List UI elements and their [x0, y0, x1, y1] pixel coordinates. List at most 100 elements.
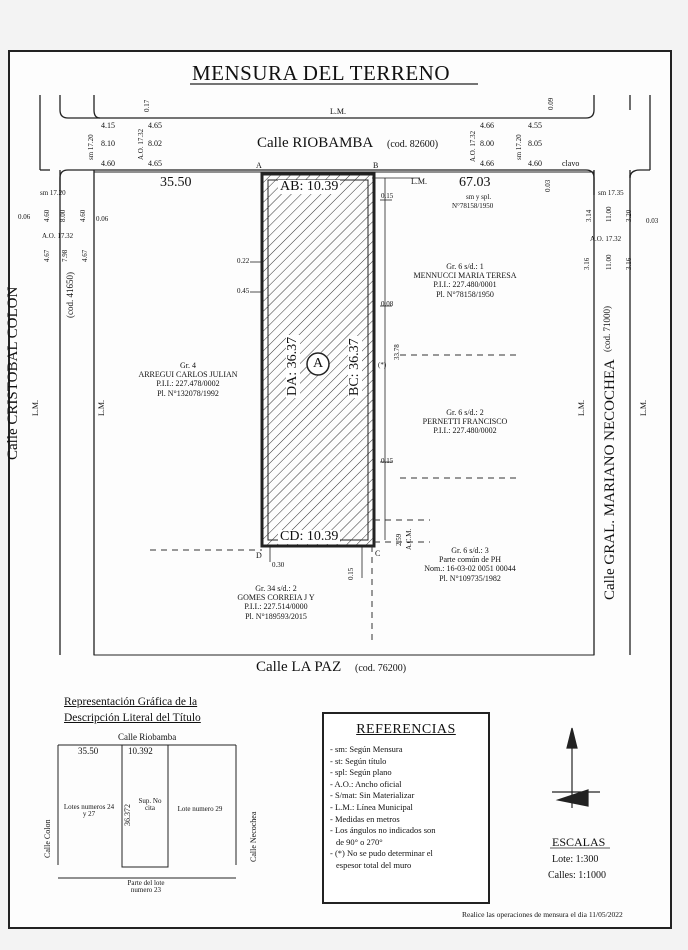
grafica-sup: Sup. No cita [138, 797, 162, 812]
north-arrow-icon [552, 727, 600, 808]
ref-item: - sm: Según Mensura [330, 744, 403, 754]
dim-259: 2.59 [395, 533, 403, 546]
sm-left: sm 17.20 [40, 189, 66, 197]
lot-a-marker [306, 352, 330, 376]
grafica-lot-east: Lote numero 29 [177, 805, 223, 813]
dim-316: 3.16 [583, 257, 591, 270]
dim-465: 4.65 [148, 121, 162, 130]
lot-ab: AB: 10.39 [278, 179, 341, 194]
dim-467-w2: 4.67 [81, 249, 89, 262]
lot-bc: BC: 36.37 [347, 336, 362, 398]
street-west-label: Calle CRISTOBAL COLON [5, 286, 21, 460]
lm-top: L.M. [411, 177, 427, 186]
ref-item: - Medidas en metros [330, 813, 400, 824]
dim-798-w: 7.98 [61, 249, 69, 262]
dim-460b: 4.60 [528, 159, 542, 168]
dim-415: 4.15 [101, 121, 115, 130]
block-outline [93, 171, 595, 656]
ref-item: - st: Según título [330, 755, 387, 766]
sm-north-right: sm 17.20 [515, 134, 523, 160]
dist-west: 35.50 [160, 175, 192, 190]
dim-006-left: 0.06 [18, 213, 31, 221]
street-north-code: (cod. 82600) [387, 139, 439, 150]
corner-c: C [375, 549, 381, 558]
lot-a-label: A [313, 356, 324, 371]
dist-east-note: sm y spl. [466, 193, 492, 201]
dim-465b: 4.65 [148, 159, 162, 168]
dim-467-w: 4.67 [43, 249, 51, 262]
page-title: MENSURA DEL TERRENO [192, 61, 451, 85]
asterisk-mark: (*) [378, 361, 387, 369]
ao-north-right: A.O. 17.32 [469, 130, 477, 162]
street-north-label: Calle RIOBAMBA [257, 135, 374, 151]
referencias-list: - sm: Según Mensura - st: Según título -… [330, 744, 486, 872]
street-west-code: (cod. 41650) [65, 272, 75, 318]
dim-003b: 0.03 [544, 179, 552, 192]
dim-460: 4.60 [101, 159, 115, 168]
dimension-lines [250, 177, 420, 578]
ref-item: - L.M.: Línea Municipal [330, 801, 413, 812]
dim-006-right: 0.06 [96, 215, 109, 223]
ao-left: A.O. 17.32 [42, 232, 74, 240]
grafica-title-2: Descripción Literal del Título [64, 712, 201, 724]
dim-008: 0.08 [381, 300, 394, 308]
lm-east-outer: L.M. [639, 400, 648, 416]
dim-clavo: clavo [562, 159, 580, 168]
street-east-label: Calle GRAL. MARIANO NECOCHEA [602, 359, 618, 600]
dim-802: 8.02 [148, 139, 162, 148]
dim-466b: 4.66 [480, 159, 494, 168]
dist-east: 67.03 [459, 175, 491, 190]
dim-460-w2: 4.60 [79, 209, 87, 222]
lm-north: L.M. [330, 107, 346, 116]
ref-item: - S/mat: Sin Materializar [330, 790, 415, 801]
referencias-box: REFERENCIAS - sm: Según Mensura - st: Se… [322, 712, 490, 904]
grafica-calle-colon: Calle Colon [43, 819, 52, 858]
escalas-lote: Lote: 1:300 [552, 854, 599, 865]
grafica-3550: 35.50 [78, 746, 99, 756]
escalas-calles: Calles: 1:1000 [548, 870, 607, 881]
ref-item: de 90° o 270° [336, 836, 383, 847]
street-south-code: (cod. 76200) [355, 663, 407, 674]
ao-right: A.O. 17.32 [590, 235, 622, 243]
grafica-parte-lote: Parte del lote numero 23 [127, 879, 165, 894]
escalas-title: ESCALAS [552, 835, 606, 849]
dim-1100: 11.00 [605, 206, 613, 223]
ref-item: espesor total del muro [336, 859, 412, 870]
ref-item: - (*) No se pudo determinar el [330, 848, 433, 859]
grafica-street-north: Calle Riobamba [118, 732, 177, 742]
sm-right: sm 17.35 [598, 189, 624, 197]
lm-west-outer: L.M. [31, 400, 40, 416]
grafica-drawing [57, 744, 237, 879]
dim-015-top: 0.15 [381, 192, 394, 200]
dim-015-mid: 0.15 [381, 457, 394, 465]
corner-a: A [256, 161, 262, 170]
dim-800: 8.00 [480, 139, 494, 148]
lot-da: DA: 36.37 [285, 334, 300, 398]
ref-item: - Los ángulos no indicados son [330, 825, 436, 836]
corner-b: B [373, 161, 379, 170]
dim-017: 0.17 [143, 99, 151, 112]
dim-316b: 3.16 [625, 257, 633, 270]
lm-east-inner: L.M. [577, 400, 586, 416]
grafica-calle-necochea: Calle Necochea [249, 811, 258, 862]
dim-460-w: 4.60 [43, 209, 51, 222]
ref-item: - spl: Según plano [330, 767, 392, 778]
dim-1100b: 11.00 [605, 254, 613, 271]
ref-item: - A.O.: Ancho oficial [330, 778, 402, 789]
grafica-36372: 36.372 [123, 804, 132, 826]
dim-3378: 33.78 [393, 344, 401, 360]
dim-009: 0.09 [547, 97, 555, 110]
grafica-10392: 10.392 [128, 746, 153, 756]
dim-320: 3.20 [625, 209, 633, 222]
dim-810: 8.10 [101, 139, 115, 148]
footer-note: Realice las operaciones de mensura el di… [462, 910, 623, 919]
street-east-code: (cod. 71000) [602, 306, 612, 352]
neighbour-divisions [150, 354, 520, 640]
dim-022: 0.22 [237, 257, 250, 265]
ao-north-left: A.O. 17.32 [137, 128, 145, 160]
